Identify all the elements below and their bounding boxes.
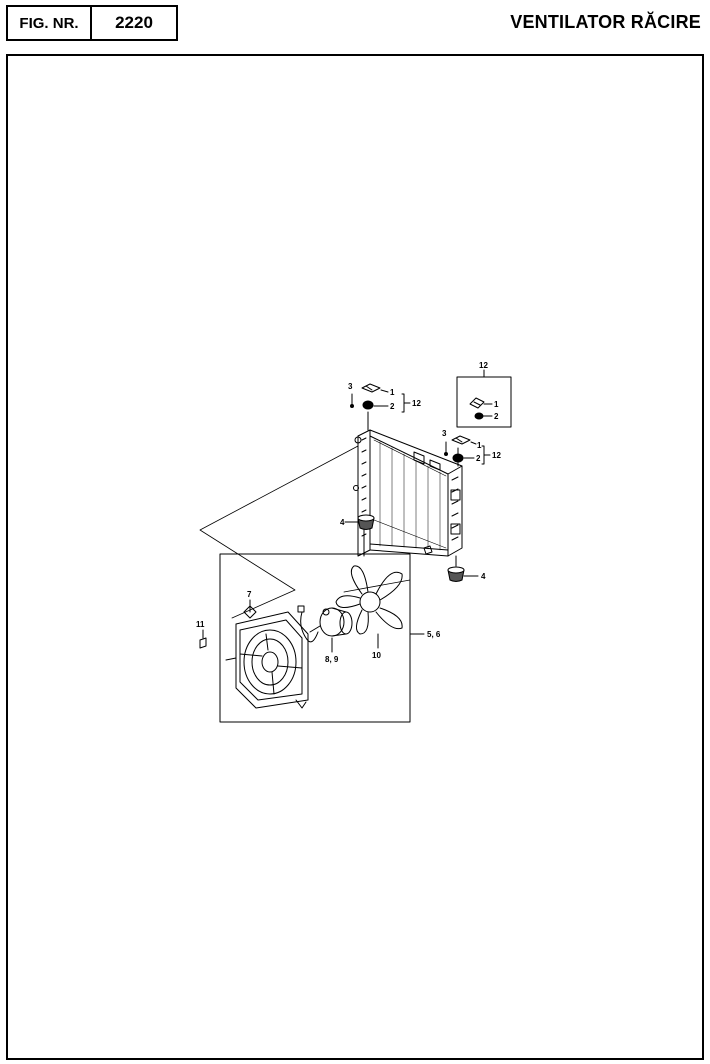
- callout-11: 11: [196, 620, 205, 629]
- callout-2-left: 2: [390, 402, 395, 411]
- upper-mount-right: [444, 435, 491, 465]
- callout-10: 10: [372, 651, 381, 660]
- callout-12-right: 12: [492, 451, 501, 460]
- fan-shroud: [199, 599, 319, 709]
- callout-12-left: 12: [412, 399, 421, 408]
- callout-12-box: 12: [479, 361, 488, 370]
- callout-1-right: 1: [477, 441, 482, 450]
- radiator: [353, 411, 463, 567]
- callout-labels: 3 1 2 12 3 1 2 12 12 1 2 4 4 7 11 8, 9 1…: [196, 361, 501, 664]
- callout-1-left: 1: [390, 388, 395, 397]
- callout-2-box: 2: [494, 412, 499, 421]
- fan-motor: [309, 607, 353, 653]
- leader-lines: [199, 445, 359, 619]
- figure-number-box: FIG. NR. 2220: [6, 5, 178, 41]
- callout-7: 7: [247, 590, 252, 599]
- callout-3-left: 3: [348, 382, 353, 391]
- upper-mount-left: [350, 383, 411, 413]
- callout-3-right: 3: [442, 429, 447, 438]
- drawing-frame: [6, 54, 704, 1060]
- callout-8-9: 8, 9: [325, 655, 339, 664]
- lower-mounts: [344, 514, 479, 582]
- callout-2-right: 2: [476, 454, 481, 463]
- fan-assembly-box: [219, 553, 425, 723]
- callout-5-6: 5, 6: [427, 630, 441, 639]
- fan-blade: [335, 565, 411, 649]
- kit-box-12: [456, 369, 512, 428]
- figure-label: FIG. NR.: [8, 7, 92, 39]
- callout-4-right: 4: [481, 572, 486, 581]
- callout-4-left: 4: [340, 518, 345, 527]
- figure-number: 2220: [115, 13, 153, 32]
- callout-1-box: 1: [494, 400, 499, 409]
- page-title: VENTILATOR RĂCIRE: [510, 12, 701, 32]
